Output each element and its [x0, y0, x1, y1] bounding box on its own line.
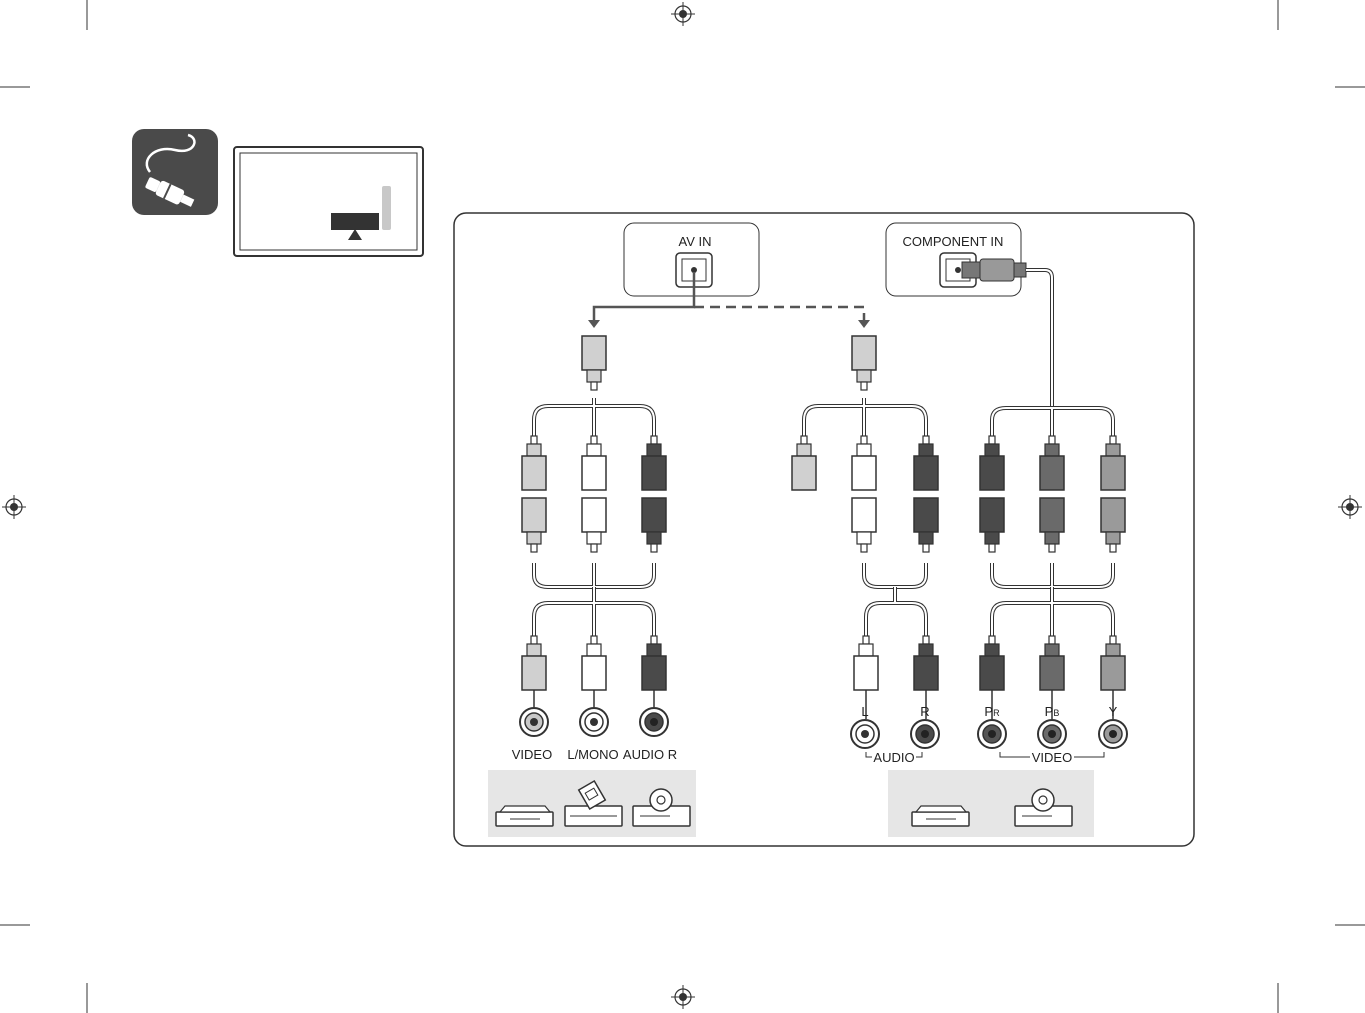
component-jack-pr-label: P: [984, 704, 993, 719]
av-jack-audio-r-label: AUDIO R: [623, 747, 677, 762]
av-in-port: AV IN: [624, 223, 759, 296]
registration-mark-icon: [671, 985, 695, 1009]
av-devices-panel: [488, 770, 696, 837]
vcr-icon: [496, 806, 553, 826]
component-jack-pb-sub: B: [1053, 708, 1059, 718]
component-jack-y-label: Y: [1109, 704, 1118, 719]
component-in-label: COMPONENT IN: [903, 234, 1004, 249]
audio-group-text: AUDIO: [873, 750, 914, 765]
audio-group-label: AUDIO: [866, 750, 922, 765]
av-jack-lmono-label: L/MONO: [567, 747, 618, 762]
av-in-label: AV IN: [679, 234, 712, 249]
cable-connector-icon: [132, 129, 218, 215]
registration-mark-icon: [1338, 495, 1362, 519]
component-jack-pr-sub: R: [993, 708, 1000, 718]
registration-mark-icon: [2, 495, 26, 519]
component-devices-panel: [888, 770, 1094, 837]
video-group-text: VIDEO: [1032, 750, 1072, 765]
component-jack-audio-r-label: R: [920, 704, 929, 719]
vcr-icon: [912, 806, 969, 826]
av-jack-video-label: VIDEO: [512, 747, 552, 762]
registration-mark-icon: [671, 2, 695, 26]
component-jack-pb-label: P: [1045, 704, 1054, 719]
tv-back-panel-icon: [234, 147, 423, 256]
component-jack-audio-l-label: L: [861, 704, 868, 719]
